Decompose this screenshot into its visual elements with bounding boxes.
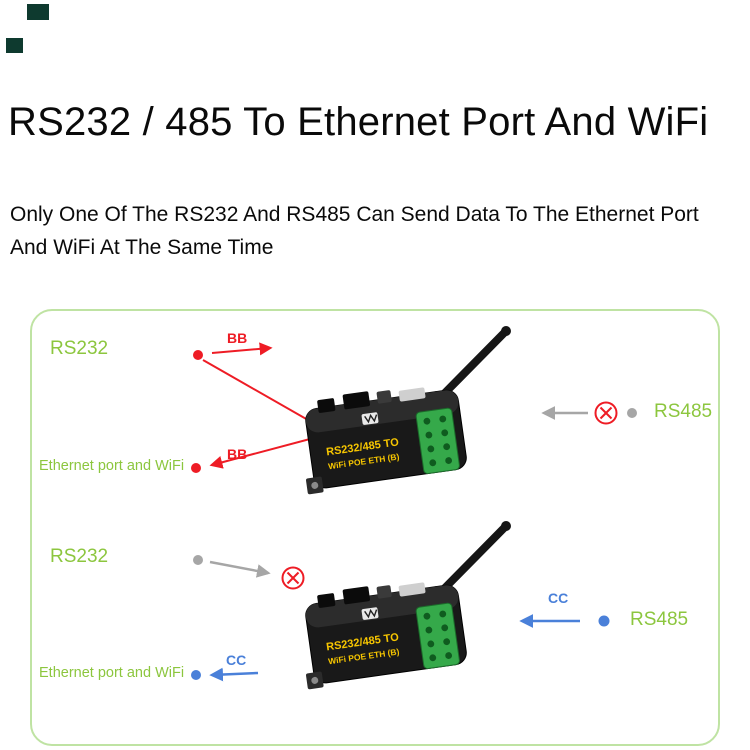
device-body: RS232/485 TO WiFi POE ETH (B) xyxy=(305,582,467,690)
power-jack-icon xyxy=(317,593,336,608)
blocked-icon-top xyxy=(594,401,618,425)
device-illustration-bottom: RS232/485 TO WiFi POE ETH (B) xyxy=(305,521,511,690)
bb-out-arrow xyxy=(211,342,273,356)
cc-out-label: CC xyxy=(548,590,569,606)
rs485-label-bottom: RS485 xyxy=(630,609,689,630)
rs485-dot-bottom xyxy=(598,615,610,627)
page-title: RS232 / 485 To Ethernet Port And WiFi xyxy=(8,99,709,144)
top-label xyxy=(398,387,426,402)
button-icon xyxy=(376,585,392,599)
page-subtitle: Only One Of The RS232 And RS485 Can Send… xyxy=(10,203,699,259)
rs232-dot-top xyxy=(193,350,203,360)
decor-rect-top xyxy=(27,4,49,20)
terminal-block xyxy=(415,602,460,670)
bb-in-label: BB xyxy=(227,446,248,462)
ethernet-jack-icon xyxy=(342,391,371,410)
mounting-flange xyxy=(306,671,324,690)
terminal-block xyxy=(415,407,460,475)
top-label xyxy=(398,582,426,597)
rs232-label-top: RS232 xyxy=(50,338,109,359)
ethernet-label-bottom: Ethernet port and WiFi xyxy=(39,665,185,681)
device-illustration-top: RS232/485 TO WiFi POE ETH (B) xyxy=(305,326,511,495)
blocked-icon-bottom xyxy=(281,566,305,590)
mounting-flange xyxy=(306,476,324,495)
rs485-label-top: RS485 xyxy=(654,401,713,422)
diagram-panel: RS232 BB BB Ethernet port and WiFi RS485… xyxy=(30,309,720,746)
ethernet-dot-bottom xyxy=(191,670,201,680)
button-icon xyxy=(376,390,392,404)
device-body: RS232/485 TO WiFi POE ETH (B) xyxy=(305,387,467,495)
ethernet-label-top: Ethernet port and WiFi xyxy=(39,458,185,474)
cc-in-label: CC xyxy=(226,652,247,668)
rs232-dot-bottom xyxy=(193,555,203,565)
rs485-dot-top xyxy=(627,408,637,418)
rs232-label-bottom: RS232 xyxy=(50,546,109,567)
ethernet-jack-icon xyxy=(342,586,371,605)
rs232-blocked-arrow-bottom xyxy=(209,560,271,578)
bb-out-label: BB xyxy=(227,330,248,346)
power-jack-icon xyxy=(317,398,336,413)
ethernet-dot-top xyxy=(191,463,201,473)
decor-rect-left xyxy=(6,38,23,53)
device-to-ethernet-arrow-bottom xyxy=(209,667,259,682)
